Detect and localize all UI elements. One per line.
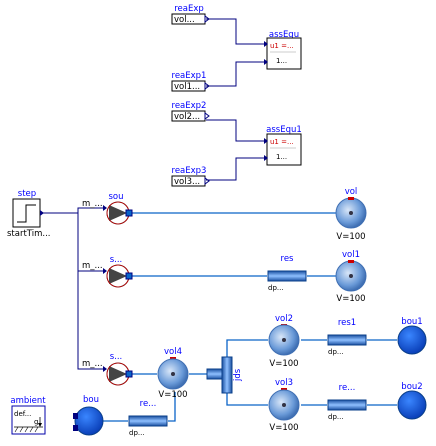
expression-name: reaExp xyxy=(174,4,204,14)
expression-block-reaexp[interactable]: reaExp vol... xyxy=(171,4,210,25)
source-name: sou xyxy=(108,192,123,202)
resistance-name: re... xyxy=(339,383,356,393)
expression-block-reaexp3[interactable]: reaExp3 vol3... xyxy=(171,166,210,187)
step-param: startTim... xyxy=(7,229,50,239)
volume-param: V=100 xyxy=(336,232,365,242)
volume-param: V=100 xyxy=(269,423,298,433)
source-input-label: m_... xyxy=(82,261,103,271)
source-s1[interactable]: m_... s... xyxy=(82,255,133,288)
gravity-icon: g xyxy=(34,418,38,426)
step-block[interactable]: step startTim... xyxy=(7,189,50,239)
resistance-param: dp... xyxy=(129,429,145,437)
boundary-bou[interactable]: bou xyxy=(73,395,104,436)
expression-value: vol... xyxy=(174,15,195,25)
volume-vol1[interactable]: vol1 V=100 xyxy=(335,250,367,304)
source-input-label: m_... xyxy=(82,359,103,369)
volume-name: vol xyxy=(345,187,358,197)
assert-name: assEqu xyxy=(269,30,299,40)
boundary-bou2[interactable]: bou2 xyxy=(397,382,427,420)
ambient-name: ambient xyxy=(10,396,46,406)
volume-name: vol1 xyxy=(342,250,360,260)
volume-name: vol4 xyxy=(164,347,182,357)
step-name: step xyxy=(18,189,36,199)
volume-param: V=100 xyxy=(269,359,298,369)
splitter-name: jds xyxy=(233,368,243,382)
splitter-jds[interactable]: jds xyxy=(206,356,243,394)
volume-vol2[interactable]: vol2 V=100 xyxy=(268,314,300,369)
volume-name: vol3 xyxy=(275,378,293,388)
expression-value: vol3... xyxy=(174,177,200,187)
hatch-icon xyxy=(14,426,39,433)
source-input-label: m_... xyxy=(82,199,103,209)
expression-block-reaexp2[interactable]: reaExp2 vol2... xyxy=(171,101,210,122)
resistance-res1[interactable]: res1 dp... xyxy=(327,318,367,356)
boundary-name: bou xyxy=(83,395,99,405)
expression-value: vol2... xyxy=(174,112,200,122)
source-s2[interactable]: m_... s... xyxy=(82,352,133,386)
boundary-name: bou1 xyxy=(401,317,422,327)
resistance-res[interactable]: res dp... xyxy=(267,254,307,292)
source-sou[interactable]: m_... sou xyxy=(82,192,133,225)
resistance-name: re... xyxy=(140,399,157,409)
assert-condition: u1 =... xyxy=(270,138,294,146)
ambient-param: def... xyxy=(14,410,31,418)
volume-vol3[interactable]: vol3 V=100 xyxy=(268,378,300,433)
resistance-param: dp... xyxy=(328,413,344,421)
resistance-re3[interactable]: re... dp... xyxy=(128,399,168,437)
ambient-block[interactable]: ambient def... g xyxy=(10,396,46,435)
boundary-name: bou2 xyxy=(401,382,422,392)
resistance-param: dp... xyxy=(328,348,344,356)
boundary-bou1[interactable]: bou1 xyxy=(397,317,427,355)
resistance-param: dp... xyxy=(268,284,284,292)
volume-param: V=100 xyxy=(158,390,187,400)
volume-vol4[interactable]: vol4 V=100 xyxy=(157,347,189,400)
assert-block-assequ[interactable]: assEqu u1 =... 1... xyxy=(264,30,302,70)
resistance-name: res1 xyxy=(338,318,356,328)
expression-name: reaExp2 xyxy=(172,101,207,111)
assert-value: 1... xyxy=(276,57,287,65)
volume-port-marker xyxy=(348,260,354,263)
volume-param: V=100 xyxy=(336,294,365,304)
resistance-name: res xyxy=(281,254,295,264)
expression-value: vol1... xyxy=(174,82,200,92)
assert-value: 1... xyxy=(276,153,287,161)
resistance-re2[interactable]: re... dp... xyxy=(327,383,367,421)
source-name: s... xyxy=(110,255,123,265)
expression-block-reaexp1[interactable]: reaExp1 vol1... xyxy=(171,71,210,92)
volume-port-marker xyxy=(348,197,354,200)
source-name: s... xyxy=(110,352,123,362)
assert-name: assEqu1 xyxy=(266,125,302,135)
volume-vol[interactable]: vol V=100 xyxy=(335,187,367,242)
expression-name: reaExp3 xyxy=(172,166,207,176)
signal-lines xyxy=(40,18,265,370)
assert-block-assequ1[interactable]: assEqu1 u1 =... 1... xyxy=(264,125,302,166)
assert-condition: u1 =... xyxy=(270,42,294,50)
volume-name: vol2 xyxy=(275,314,293,324)
expression-name: reaExp1 xyxy=(172,71,207,81)
